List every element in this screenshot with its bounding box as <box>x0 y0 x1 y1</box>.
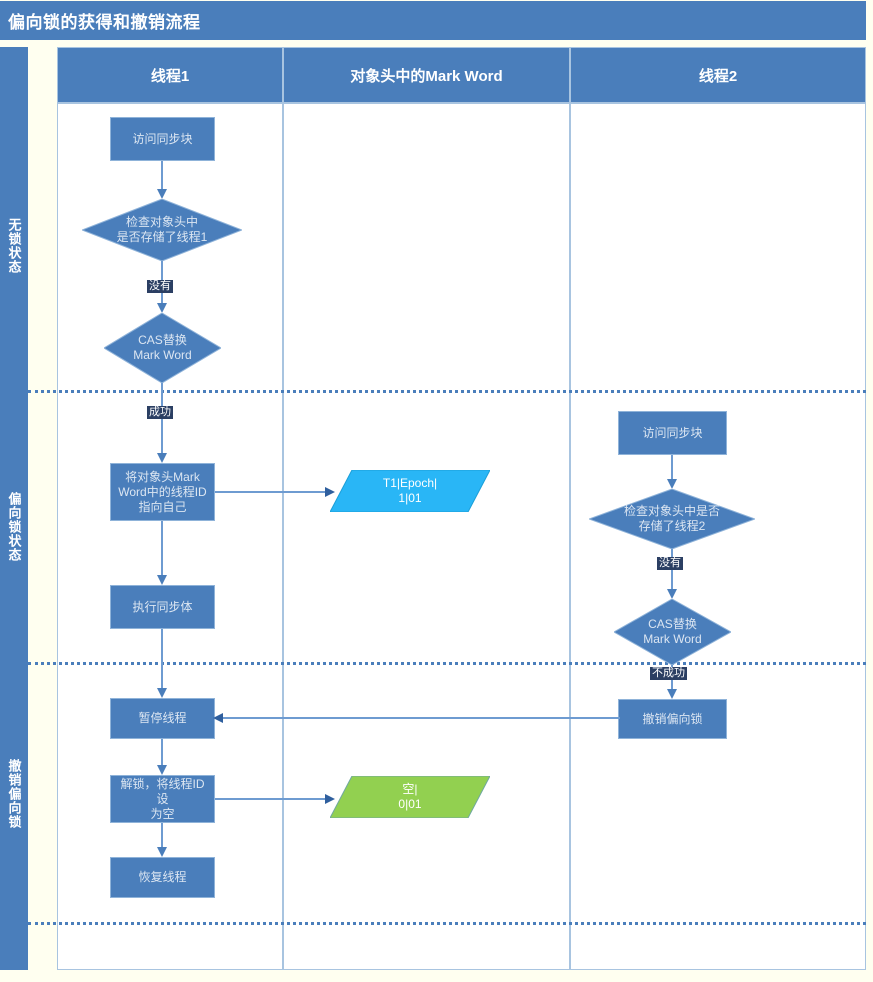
column-header-thread1: 线程1 <box>57 47 283 103</box>
node-thread1-check-header[interactable]: 检查对象头中 是否存储了线程1 <box>82 199 242 261</box>
node-thread1-unlock-clear-id[interactable]: 解锁，将线程ID设 为空 <box>110 775 215 823</box>
markword-state-unlocked[interactable]: 空| 0|01 <box>330 776 490 818</box>
markword-unlocked-line1: 空| <box>402 782 418 796</box>
node-thread2-cas-replace[interactable]: CAS替换 Mark Word <box>614 599 731 665</box>
column-header-thread2: 线程2 <box>570 47 866 103</box>
node-thread1-pause-thread[interactable]: 暂停线程 <box>110 698 215 739</box>
node-thread1-resume-thread[interactable]: 恢复线程 <box>110 857 215 898</box>
node-thread2-check-line2: 存储了线程2 <box>638 519 706 533</box>
connector-t1-5 <box>156 629 170 698</box>
markword-state-biased[interactable]: T1|Epoch| 1|01 <box>330 470 490 512</box>
markword-unlocked-line2: 0|01 <box>398 797 422 811</box>
edge-label-thread2-fail: 不成功 <box>650 667 687 680</box>
node-thread1-cas-line2: Mark Word <box>133 348 192 362</box>
swimlane-label-biased: 偏向锁状态 <box>6 492 22 562</box>
node-thread2-revoke-biased-lock[interactable]: 撤销偏向锁 <box>618 699 727 739</box>
node-thread2-check-header[interactable]: 检查对象头中是否 存储了线程2 <box>589 489 755 549</box>
node-thread2-check-line1: 检查对象头中是否 <box>623 504 720 518</box>
connector-t1-1 <box>156 161 170 199</box>
node-thread1-check-header-line1: 检查对象头中 <box>125 215 198 229</box>
node-thread2-cas-line1: CAS替换 <box>648 617 697 631</box>
edge-label-thread2-no: 没有 <box>657 557 683 570</box>
swimlane-separator-1 <box>28 390 866 393</box>
node-thread1-cas-line1: CAS替换 <box>138 333 187 347</box>
connector-t1-to-markword-1 <box>215 486 335 500</box>
connector-t2-1 <box>666 455 680 489</box>
node-thread1-unlock-line2: 为空 <box>150 806 175 821</box>
swimlane-label-revoke: 撤销偏向锁 <box>6 759 22 829</box>
column-header-markword: 对象头中的Mark Word <box>283 47 570 103</box>
node-thread1-point-to-self[interactable]: 将对象头Mark Word中的线程ID 指向自己 <box>110 463 215 521</box>
connector-t1-7 <box>156 823 170 857</box>
swimlane-band <box>0 47 28 970</box>
node-thread1-point-line3: 指向自己 <box>138 499 187 514</box>
connector-t1-3 <box>156 383 170 463</box>
column-body-thread2 <box>570 103 866 970</box>
connector-t1-to-markword-2 <box>215 793 335 807</box>
node-thread1-point-line1: 将对象头Mark <box>125 469 200 484</box>
markword-biased-line1: T1|Epoch| <box>382 476 438 490</box>
swimlane-label-unlocked: 无锁状态 <box>6 217 22 274</box>
page-title: 偏向锁的获得和撤销流程 <box>0 1 866 40</box>
node-thread1-check-header-line2: 是否存储了线程1 <box>116 230 208 244</box>
connector-t1-4 <box>156 521 170 585</box>
node-thread1-point-line2: Word中的线程ID <box>118 484 207 499</box>
node-thread2-cas-line2: Mark Word <box>643 632 702 646</box>
connector-t2-to-t1-pause <box>213 712 620 726</box>
edge-label-thread1-no: 没有 <box>147 280 173 293</box>
swimlane-separator-2 <box>28 662 866 665</box>
node-thread1-execute-sync-body[interactable]: 执行同步体 <box>110 585 215 629</box>
markword-biased-line2: 1|01 <box>398 491 422 505</box>
node-thread1-access-sync-block[interactable]: 访问同步块 <box>110 117 215 161</box>
edge-label-thread1-success: 成功 <box>147 406 173 419</box>
node-thread1-unlock-line1: 解锁，将线程ID设 <box>120 776 205 806</box>
node-thread1-cas-replace[interactable]: CAS替换 Mark Word <box>104 313 221 383</box>
connector-t1-6 <box>156 739 170 775</box>
column-body-markword <box>283 103 570 970</box>
swimlane-separator-3 <box>28 922 866 925</box>
node-thread2-access-sync-block[interactable]: 访问同步块 <box>618 411 727 455</box>
